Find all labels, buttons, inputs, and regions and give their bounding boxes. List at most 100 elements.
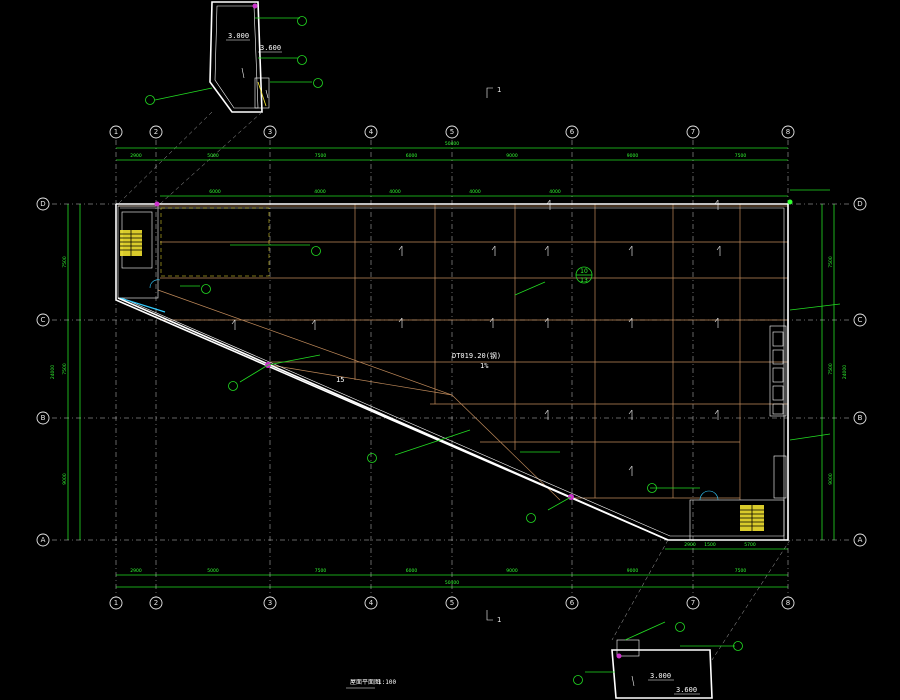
axis-bubble-B-right: B <box>853 411 867 425</box>
svg-text:2: 2 <box>154 599 158 607</box>
svg-text:6: 6 <box>570 599 575 607</box>
dimension-text: 9000 <box>828 473 834 485</box>
top-stair-detail: 3.000 3.600 <box>117 1 323 205</box>
dimension-text: 2900 <box>130 568 142 574</box>
dimension-text: 24000 <box>842 365 848 379</box>
dimension-text: 9000 <box>62 473 68 485</box>
dimension-text: 7500 <box>735 153 747 159</box>
beam-grid <box>118 204 788 501</box>
svg-text:C: C <box>858 316 863 324</box>
dimension-text: 50400 <box>445 580 459 586</box>
svg-text:3: 3 <box>268 599 272 607</box>
axis-bubble-C-left: C <box>36 313 50 327</box>
dimension-text: 6000 <box>209 189 221 195</box>
dimension-text: 4000 <box>389 189 401 195</box>
drawing-title: 屋面平面图 <box>350 679 380 686</box>
svg-text:4: 4 <box>369 128 374 136</box>
axis-bubble-D-left: D <box>36 197 50 211</box>
axis-bubble-A-right: A <box>853 533 867 547</box>
axis-bubble-5-bottom: 5 <box>445 596 459 610</box>
dimension-text: 9000 <box>506 153 518 159</box>
axis-bubble-B-left: B <box>36 411 50 425</box>
dimension-text: 9000 <box>627 153 639 159</box>
svg-text:1: 1 <box>497 616 501 624</box>
main-note: DT019.20(钢) <box>452 351 501 360</box>
top-elevation-1: 3.000 <box>228 32 249 40</box>
svg-text:2: 2 <box>154 128 158 136</box>
svg-text:1: 1 <box>114 599 118 607</box>
axis-gridlines <box>52 140 850 598</box>
svg-text:1: 1 <box>114 128 118 136</box>
dimension-text: 2900 <box>684 542 696 548</box>
drawing-title-block: 屋面平面图 1:100 <box>346 679 396 689</box>
right-equipment <box>769 325 787 499</box>
stair-bottom-right <box>740 505 764 531</box>
axis-bubble-3-top: 3 <box>263 125 277 139</box>
dimension-text: 6000 <box>406 153 418 159</box>
dimension-text: 6000 <box>406 568 418 574</box>
dimension-lines <box>67 147 835 588</box>
svg-text:B: B <box>41 414 46 422</box>
skylight-ref-bottom: 13 <box>580 277 588 284</box>
dimension-text: 7500 <box>828 363 834 375</box>
axis-bubble-1-bottom: 1 <box>109 596 123 610</box>
roof-drains <box>231 199 721 476</box>
callouts: 10 13 DT019.20(钢) 1% 15 <box>154 189 841 523</box>
svg-text:8: 8 <box>786 599 790 607</box>
drawing-scale: 1:100 <box>378 679 396 686</box>
axis-bubble-7-top: 7 <box>686 125 700 139</box>
svg-text:A: A <box>41 536 46 544</box>
bottom-elevation-2: 3.600 <box>676 686 697 694</box>
axis-bubble-D-right: D <box>853 197 867 211</box>
axis-bubble-7-bottom: 7 <box>686 596 700 610</box>
svg-text:3: 3 <box>268 128 272 136</box>
axis-bubble-2-bottom: 2 <box>149 596 163 610</box>
dimension-text: 7500 <box>315 153 327 159</box>
dimension-text: 7500 <box>62 363 68 375</box>
bottom-elevation-1: 3.000 <box>650 672 671 680</box>
svg-text:B: B <box>858 414 863 422</box>
dimension-text: 4000 <box>469 189 481 195</box>
svg-text:D: D <box>40 200 45 208</box>
axis-bubble-A-left: A <box>36 533 50 547</box>
svg-text:C: C <box>41 316 46 324</box>
axis-bubble-8-top: 8 <box>781 125 795 139</box>
svg-text:7: 7 <box>691 599 695 607</box>
dimension-text: 50400 <box>445 141 459 147</box>
dimension-text: 1500 <box>704 542 716 548</box>
dimension-text: 7500 <box>315 568 327 574</box>
svg-text:4: 4 <box>369 599 374 607</box>
axis-bubble-2-top: 2 <box>149 125 163 139</box>
bottom-stair-detail: 3.000 3.600 <box>573 539 791 699</box>
axis-bubble-6-bottom: 6 <box>565 596 579 610</box>
svg-text:5: 5 <box>450 128 454 136</box>
dimension-text: 2900 <box>130 153 142 159</box>
dimension-text: 4000 <box>314 189 326 195</box>
top-elevation-2: 3.600 <box>260 44 281 52</box>
axis-bubble-3-bottom: 3 <box>263 596 277 610</box>
dimension-text: 7500 <box>735 568 747 574</box>
axis-bubble-6-top: 6 <box>565 125 579 139</box>
dimension-text: 5000 <box>207 153 219 159</box>
svg-text:7: 7 <box>691 128 695 136</box>
dimension-text: 7500 <box>62 256 68 268</box>
dimension-text: 5000 <box>207 568 219 574</box>
building-outline <box>115 203 789 541</box>
svg-text:D: D <box>857 200 862 208</box>
section-mark-bottom: 1 <box>486 610 501 624</box>
dimension-text: 9000 <box>506 568 518 574</box>
dimension-text: 5700 <box>744 542 756 548</box>
svg-text:5: 5 <box>450 599 454 607</box>
slope-note: 1% <box>480 362 489 370</box>
svg-text:1: 1 <box>497 86 501 94</box>
axis-bubble-4-top: 4 <box>364 125 378 139</box>
axis-bubble-5-top: 5 <box>445 125 459 139</box>
mid-number: 15 <box>336 376 344 384</box>
svg-text:6: 6 <box>570 128 575 136</box>
section-mark-top: 1 <box>486 86 501 98</box>
dimension-texts: 50400 50400 2900 5000 7500 6000 9000 9000 7500 29… <box>50 141 848 586</box>
dimension-text: 9000 <box>627 568 639 574</box>
dimension-text: 24000 <box>50 365 56 379</box>
